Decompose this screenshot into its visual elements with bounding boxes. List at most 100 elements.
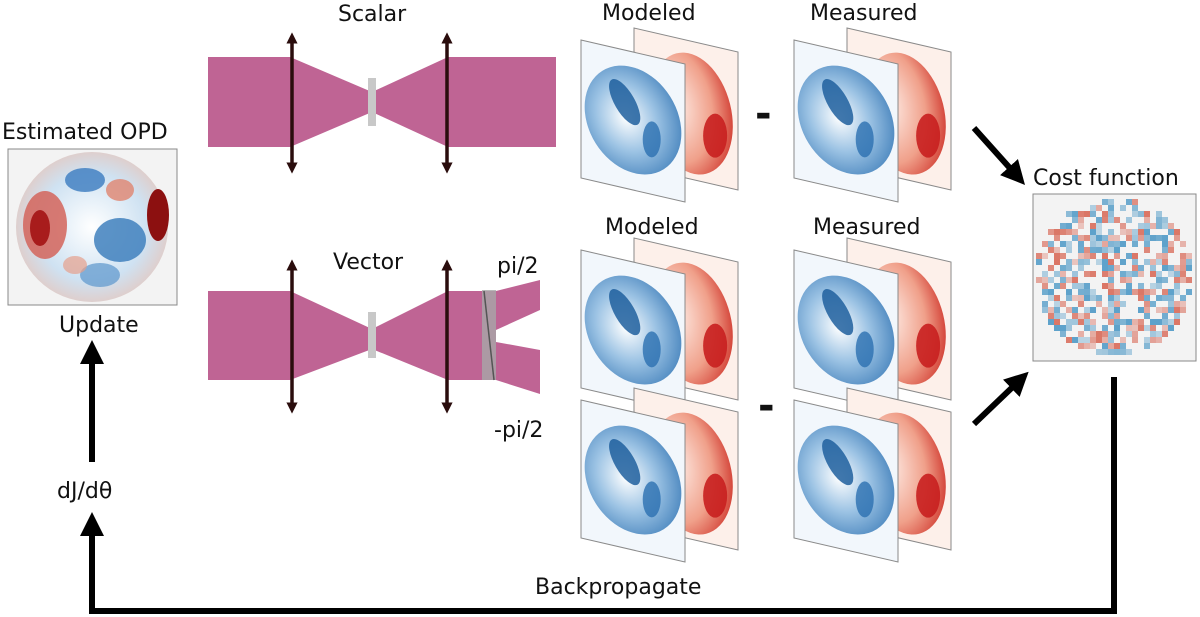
cost-pixel [1084,235,1090,241]
cost-pixel [1078,235,1084,241]
cost-pixel [1114,325,1120,331]
cost-function-label: Cost function [1033,166,1179,191]
cost-pixel [1126,253,1132,259]
cost-pixel [1126,319,1132,325]
cost-pixel [1066,325,1072,331]
cost-pixel [1072,217,1078,223]
cost-pixel [1168,301,1174,307]
measured-bottom-label: Measured [813,215,921,240]
cost-pixel [1144,235,1150,241]
update-label: Update [59,313,139,338]
cost-pixel [1162,235,1168,241]
cost-pixel [1072,337,1078,343]
cost-pixel [1144,343,1150,349]
modeled-top-blue-lobe-2 [642,121,661,158]
cost-pixel [1114,307,1120,313]
cost-pixel [1036,259,1042,265]
cost-pixel [1144,307,1150,313]
cost-pixel [1096,223,1102,229]
cost-pixel [1066,247,1072,253]
cost-pixel [1048,295,1054,301]
cost-pixel [1144,259,1150,265]
cost-pixel [1072,229,1078,235]
cost-pixel [1054,313,1060,319]
cost-pixel [1144,313,1150,319]
cost-pixel [1180,301,1186,307]
cost-pixel [1084,325,1090,331]
cost-pixel [1078,223,1084,229]
cost-pixel [1156,211,1162,217]
cost-pixel [1048,319,1054,325]
cost-pixel [1150,283,1156,289]
cost-pixel [1066,265,1072,271]
cost-pixel [1108,283,1114,289]
cost-pixel [1156,319,1162,325]
cost-pixel [1096,235,1102,241]
cost-pixel [1156,283,1162,289]
cost-pixel [1084,271,1090,277]
cost-pixel [1072,211,1078,217]
cost-pixel [1132,199,1138,205]
cost-pixel [1078,301,1084,307]
cost-pixel [1096,241,1102,247]
cost-pixel [1168,271,1174,277]
cost-pixel [1054,301,1060,307]
cost-pixel [1168,319,1174,325]
cost-pixel [1108,259,1114,265]
cost-pixel [1120,205,1126,211]
modeled-third-blue-lobe-2 [642,481,661,518]
cost-pixel [1132,241,1138,247]
arrow-top-to-cost [971,125,1026,185]
cost-function-map [1032,193,1197,362]
cost-pixel [1060,301,1066,307]
cost-pixel [1060,325,1066,331]
cost-pixel [1156,307,1162,313]
cost-pixel [1072,307,1078,313]
cost-pixel [1108,235,1114,241]
cost-pixel [1126,277,1132,283]
cost-pixel [1048,313,1054,319]
cost-pixel [1108,343,1114,349]
cost-pixel [1132,325,1138,331]
cost-pixel [1150,235,1156,241]
cost-pixel [1078,283,1084,289]
cost-pixel [1144,223,1150,229]
cost-pixel [1066,241,1072,247]
cost-pixel [1078,331,1084,337]
cost-pixel [1066,337,1072,343]
cost-pixel [1132,211,1138,217]
cost-pixel [1084,337,1090,343]
cost-pixel [1144,325,1150,331]
cost-pixel [1102,253,1108,259]
cost-pixel [1108,337,1114,343]
cost-pixel [1114,319,1120,325]
cost-pixel [1102,247,1108,253]
vector-field-stop [368,312,376,358]
cost-pixel [1174,301,1180,307]
cost-pixel [1054,295,1060,301]
cost-pixel [1120,223,1126,229]
cost-pixel [1150,223,1156,229]
measured-bottom-blue-lobe-2 [855,331,874,368]
cost-pixel [1150,331,1156,337]
cost-pixel [1060,229,1066,235]
cost-pixel [1102,211,1108,217]
cost-pixel [1078,337,1084,343]
cost-pixel [1138,265,1144,271]
cost-pixel [1126,235,1132,241]
cost-pixel [1084,313,1090,319]
cost-pixel [1042,307,1048,313]
measured-third-psf-pair [793,387,952,563]
cost-pixel [1156,217,1162,223]
cost-pixel [1084,307,1090,313]
cost-pixel [1054,247,1060,253]
cost-pixel [1108,241,1114,247]
cost-pixel [1150,301,1156,307]
cost-pixel [1138,295,1144,301]
cost-pixel [1102,313,1108,319]
cost-pixel [1042,253,1048,259]
cost-pixel [1072,259,1078,265]
cost-pixel [1090,229,1096,235]
cost-pixel [1156,295,1162,301]
cost-pixel [1168,307,1174,313]
